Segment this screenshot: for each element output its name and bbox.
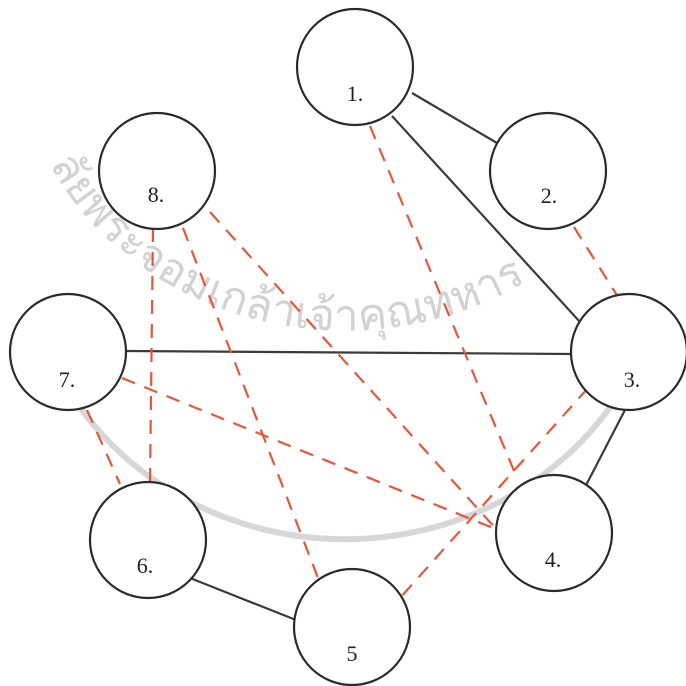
edge-8-5-dashed (181, 227, 320, 579)
node-7: 7. (8, 292, 128, 412)
edge-7-3-solid (124, 349, 572, 356)
edge-3-4-solid (581, 407, 627, 494)
edge-6-5-solid (189, 576, 297, 622)
edge-1-4-dashed (368, 125, 519, 479)
node-label-5: 5 (347, 641, 358, 666)
edge-1-3-solid (391, 115, 581, 323)
edge-1-2-solid (411, 92, 498, 144)
node-5: 5 (292, 567, 412, 686)
edge-7-4-dashed (121, 376, 499, 532)
node-circle-1 (295, 7, 415, 127)
node-label-3: 3. (624, 367, 641, 392)
node-circle-4 (494, 473, 614, 593)
node-4: 4. (494, 473, 614, 593)
nodes: 1. 2. 3. 4. 5 6. 7. 8. (8, 7, 686, 686)
node-circle-5 (292, 567, 412, 686)
node-label-8: 8. (148, 182, 165, 207)
edge-8-6-dashed (148, 227, 155, 482)
node-circle-8 (97, 111, 217, 231)
watermark-arc (37, 329, 653, 543)
node-circle-7 (8, 292, 128, 412)
edge-7-6-dashed (85, 409, 122, 485)
node-2: 2. (488, 111, 608, 231)
node-circle-3 (569, 292, 686, 412)
node-label-2: 2. (541, 183, 558, 208)
edge-2-3-dashed (573, 226, 619, 298)
node-6: 6. (88, 480, 208, 600)
node-label-4: 4. (545, 547, 562, 572)
node-circle-6 (88, 480, 208, 600)
node-circle-2 (488, 111, 608, 231)
node-label-1: 1. (347, 81, 364, 106)
node-3: 3. (569, 292, 686, 412)
node-label-7: 7. (59, 367, 76, 392)
node-label-6: 6. (137, 553, 154, 578)
node-1: 1. (295, 7, 415, 127)
edge-8-4-dashed (209, 211, 498, 531)
edges (85, 92, 627, 622)
node-8: 8. (97, 111, 217, 231)
